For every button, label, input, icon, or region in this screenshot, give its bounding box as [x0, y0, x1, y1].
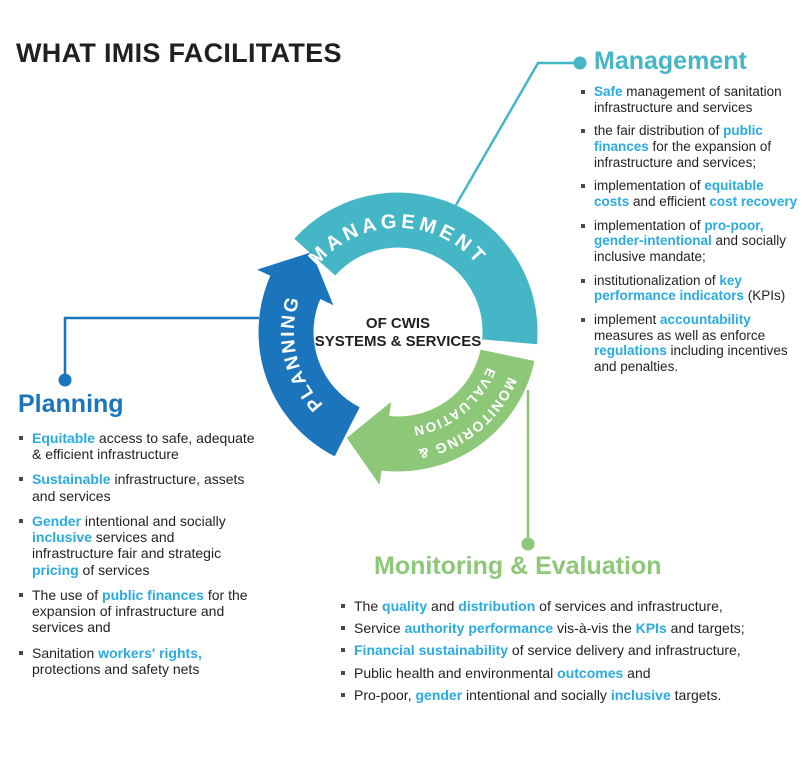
planning-arrowhead-icon [257, 252, 334, 306]
highlighted-text: Sustainable [32, 471, 111, 488]
list-item: Equitable access to safe, adequate & eff… [18, 430, 258, 462]
text-segment: of service delivery and infrastructure, [508, 642, 741, 659]
text-segment: (KPIs) [744, 288, 786, 304]
monitoring-arrowhead-icon [346, 401, 392, 485]
management-heading: Management [594, 47, 747, 75]
highlighted-text: outcomes [557, 664, 624, 681]
text-segment: including incentives and penalties. [594, 343, 788, 374]
list-item: Gender intentional and socially inclusiv… [18, 513, 258, 578]
list-item: Pro-poor, gender intentional and sociall… [340, 687, 802, 703]
text-segment: targets. [670, 686, 722, 703]
highlighted-text: distribution [458, 598, 536, 614]
list-item: institutionalization of key performance … [580, 273, 801, 304]
management-connector-line [454, 61, 580, 206]
monitoring-evaluation-heading: Monitoring & Evaluation [374, 552, 662, 580]
text-segment: infrastructure, assets and services [32, 471, 245, 504]
planning-arc [258, 273, 361, 457]
list-item: implementation of equitable costs and ef… [580, 178, 801, 209]
highlighted-text: authority performance [404, 620, 554, 637]
highlighted-text: inclusive [32, 529, 92, 546]
management-arc [294, 192, 538, 345]
text-segment: vis-à-vis the [553, 620, 636, 637]
text-segment: Sanitation [32, 644, 99, 661]
text-segment: implementation of [594, 178, 705, 194]
text-segment: of services [78, 561, 150, 578]
text-segment: access to safe, adequate & efficient inf… [32, 430, 255, 463]
text-segment: of services and infrastructure, [535, 598, 723, 614]
highlighted-text: pro-poor, gender-intentional [594, 217, 764, 249]
planning-heading: Planning [18, 390, 124, 418]
text-segment: and [623, 664, 651, 681]
list-item: Sustainable infrastructure, assets and s… [18, 471, 258, 504]
cwis-cycle-diagram: MANAGEMENT PLANNING MONITORING & EVALUAT… [257, 192, 538, 485]
highlighted-text: quality [382, 598, 428, 614]
center-label-line1: OF CWIS [366, 315, 430, 332]
highlighted-text: public finances [594, 123, 763, 154]
text-segment: protections and safety nets [32, 660, 200, 677]
text-segment: and [427, 598, 459, 614]
monitoring-connector-dot [521, 537, 535, 551]
text-segment: Pro-poor, [354, 686, 416, 703]
monitoring-evaluation-list: The quality and distribution of services… [340, 598, 802, 709]
center-label-line2: SYSTEMS & SERVICES [315, 333, 481, 350]
text-segment: Service [354, 620, 405, 637]
highlighted-text: Gender [32, 512, 82, 529]
highlighted-text: accountability [660, 311, 751, 327]
highlighted-text: gender [415, 686, 463, 703]
highlighted-text: key performance indicators [594, 272, 745, 304]
list-item: The use of public finances for the expan… [18, 587, 258, 636]
text-segment: intentional and socially [462, 686, 611, 703]
text-segment: and efficient [629, 193, 710, 209]
text-segment: and targets; [666, 620, 745, 637]
list-item: Public health and environmental outcomes… [340, 665, 802, 681]
planning-connector-line [63, 316, 259, 377]
management-list: Safe management of sanitation infrastruc… [580, 84, 801, 383]
text-segment: management of sanitation infrastructure … [594, 84, 782, 115]
highlighted-text: regulations [594, 343, 667, 359]
text-segment: institutionalization of [594, 272, 720, 288]
text-segment: Public health and environmental [354, 664, 558, 681]
highlighted-text: pricing [32, 561, 79, 578]
text-segment: services and infrastructure fair and str… [32, 529, 222, 562]
highlighted-text: workers' rights, [98, 644, 202, 661]
list-item: the fair distribution of public finances… [580, 123, 801, 170]
list-item: Financial sustainability of service deli… [340, 642, 802, 658]
text-segment: measures as well as enforce [594, 327, 766, 343]
text-segment: implement [594, 311, 661, 327]
list-item: implementation of pro-poor, gender-inten… [580, 218, 801, 265]
text-segment: The [354, 598, 383, 614]
text-segment: the fair distribution of [594, 123, 724, 139]
highlighted-text: inclusive [610, 686, 671, 703]
monitoring-evaluation-arc [378, 348, 535, 472]
text-segment: The use of [32, 586, 103, 603]
highlighted-text: Equitable [32, 430, 96, 446]
text-segment: for the expansion of infrastructure and … [32, 586, 248, 636]
planning-list: Equitable access to safe, adequate & eff… [18, 430, 258, 686]
highlighted-text: public finances [102, 586, 204, 603]
planning-connector-dot [58, 373, 72, 387]
highlighted-text: KPIs [635, 620, 667, 637]
list-item: Sanitation workers' rights, protections … [18, 645, 258, 677]
management-connector-dot [573, 56, 587, 70]
highlighted-text: Financial sustainability [354, 642, 509, 659]
page-title: WHAT IMIS FACILITATES [16, 38, 342, 68]
list-item: The quality and distribution of services… [340, 598, 802, 614]
list-item: Safe management of sanitation infrastruc… [580, 84, 801, 115]
list-item: implement accountability measures as wel… [580, 312, 801, 375]
highlighted-text: Safe [594, 84, 623, 99]
text-segment: and socially inclusive mandate; [594, 233, 787, 264]
list-item: Service authority performance vis-à-vis … [340, 620, 802, 636]
highlighted-text: cost recovery [709, 193, 798, 209]
text-segment: for the expansion of infrastructure and … [594, 138, 772, 170]
text-segment: intentional and socially [81, 512, 226, 529]
text-segment: implementation of [594, 217, 705, 233]
highlighted-text: equitable costs [594, 178, 764, 209]
